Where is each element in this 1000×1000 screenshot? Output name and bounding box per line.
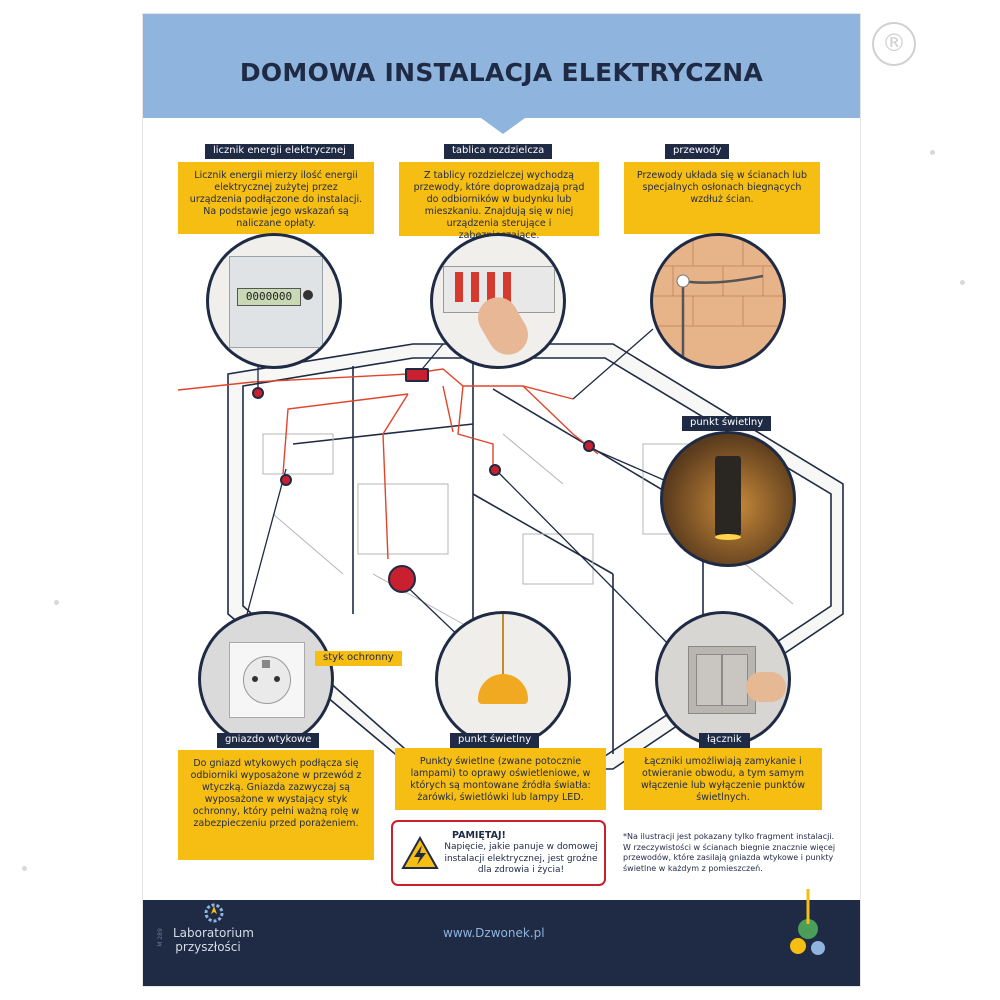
switch-pin xyxy=(489,464,501,476)
meter-photo: 0000000 xyxy=(209,236,339,366)
light-pendant-description: Punkty świetlne (zwane potocznie lampami… xyxy=(395,748,606,810)
wall-light-photo xyxy=(663,434,793,564)
pendant-photo xyxy=(438,614,568,744)
brick-wall-icon xyxy=(653,236,783,356)
label-socket: gniazdo wtykowe xyxy=(217,733,320,748)
meter-display: 0000000 xyxy=(237,288,301,306)
meter-led-icon xyxy=(303,290,313,300)
footer-url[interactable]: www.Dzwonek.pl xyxy=(443,926,545,940)
label-switch: łącznik xyxy=(699,733,750,748)
high-voltage-icon xyxy=(401,836,439,869)
warning-title: PAMIĘTAJ! xyxy=(452,830,506,841)
light-wall-pin xyxy=(583,440,595,452)
wall-lamp-icon xyxy=(715,456,741,536)
decor-dot xyxy=(54,600,59,605)
breaker-icon xyxy=(503,272,511,302)
panel-pin xyxy=(405,368,429,382)
breaker-icon xyxy=(471,272,479,302)
meter-description: Licznik energii mierzy ilość energii ele… xyxy=(178,162,374,234)
callout-protective-pin: styk ochronny xyxy=(315,651,402,666)
hand-icon xyxy=(746,672,786,702)
label-wires: przewody xyxy=(665,144,730,159)
registered-mark: ® xyxy=(872,22,916,66)
pendant-cord xyxy=(502,614,504,674)
lamp-light-icon xyxy=(715,534,741,540)
pendant-pin xyxy=(388,565,416,593)
decor-dot xyxy=(930,150,935,155)
switch-key-icon xyxy=(722,654,748,706)
label-light-pendant: punkt świetlny xyxy=(450,733,540,748)
switch-key-icon xyxy=(696,654,722,706)
label-light-wall: punkt świetlny xyxy=(682,416,772,431)
header-notch xyxy=(481,118,525,134)
decor-dot xyxy=(960,280,965,285)
breaker-icon xyxy=(487,272,495,302)
breaker-icon xyxy=(455,272,463,302)
label-panel: tablica rozdzielcza xyxy=(444,144,553,159)
brand-logo-text: Laboratorium przyszłości xyxy=(173,926,254,954)
decor-dot xyxy=(22,866,27,871)
switch-photo xyxy=(658,614,788,744)
warning-box: PAMIĘTAJ! Napięcie, jakie panuje w domow… xyxy=(391,820,606,886)
label-meter: licznik energii elektrycznej xyxy=(205,144,354,159)
footer-bar xyxy=(143,900,860,986)
meter-pin xyxy=(252,387,264,399)
panel-photo xyxy=(433,236,563,366)
header-banner: DOMOWA INSTALACJA ELEKTRYCZNA xyxy=(143,14,860,118)
footnote: *Na ilustracji jest pokazany tylko fragm… xyxy=(623,832,836,873)
socket-pin xyxy=(280,474,292,486)
gears-icon xyxy=(790,889,825,955)
socket-description: Do gniazd wtykowych podłącza się odbiorn… xyxy=(178,750,374,860)
poster: DOMOWA INSTALACJA ELEKTRYCZNA licznik en… xyxy=(143,14,860,986)
socket-hole-icon xyxy=(252,676,258,682)
wires-description: Przewody układa się w ścianach lub specj… xyxy=(624,162,820,234)
rocket-gear-icon xyxy=(204,903,224,923)
product-code: M 289 xyxy=(156,928,164,947)
poster-title: DOMOWA INSTALACJA ELEKTRYCZNA xyxy=(239,58,764,87)
socket-hole-icon xyxy=(274,676,280,682)
switch-description: Łączniki umożliwiają zamykanie i otwiera… xyxy=(624,748,822,810)
warning-text: Napięcie, jakie panuje w domowej instala… xyxy=(444,842,598,875)
panel-description: Z tablicy rozdzielczej wychodzą przewody… xyxy=(399,162,599,241)
protective-pin-icon xyxy=(262,660,270,668)
socket-photo xyxy=(201,614,331,744)
wires-photo xyxy=(653,236,783,366)
pendant-lamp-icon xyxy=(478,674,528,704)
